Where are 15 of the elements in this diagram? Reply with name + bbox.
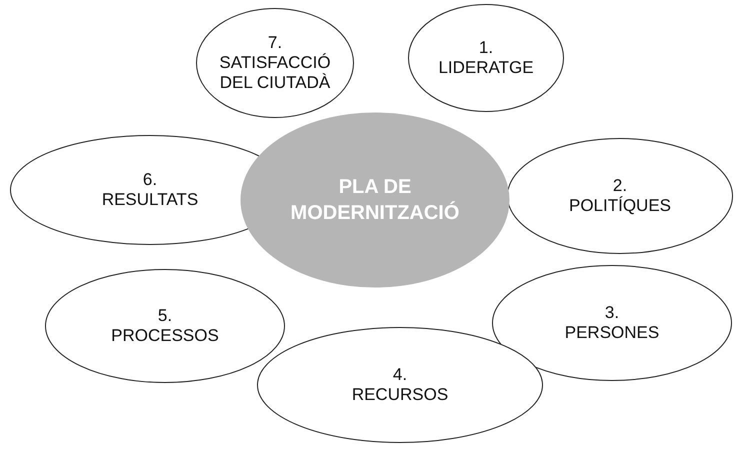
item-title: SATISFACCIÓ DEL CIUTADÀ (218, 53, 332, 93)
item-title: PROCESSOS (111, 326, 219, 346)
item-number: 1. (478, 38, 494, 58)
item-number: 3. (604, 303, 620, 323)
item-number: 4. (392, 365, 408, 385)
item-number: 7. (268, 33, 282, 53)
item-title: POLITÍQUES (568, 196, 672, 216)
item-number: 6. (142, 170, 158, 190)
item-number: 2. (612, 176, 628, 196)
item-number: 5. (158, 306, 172, 326)
item-title: RECURSOS (352, 385, 448, 405)
item-title: RESULTATS (102, 190, 198, 210)
center-title: PLA DE MODERNITZACIÓ (290, 175, 460, 226)
item-title: LIDERATGE (438, 58, 534, 78)
item-title: PERSONES (564, 323, 660, 343)
